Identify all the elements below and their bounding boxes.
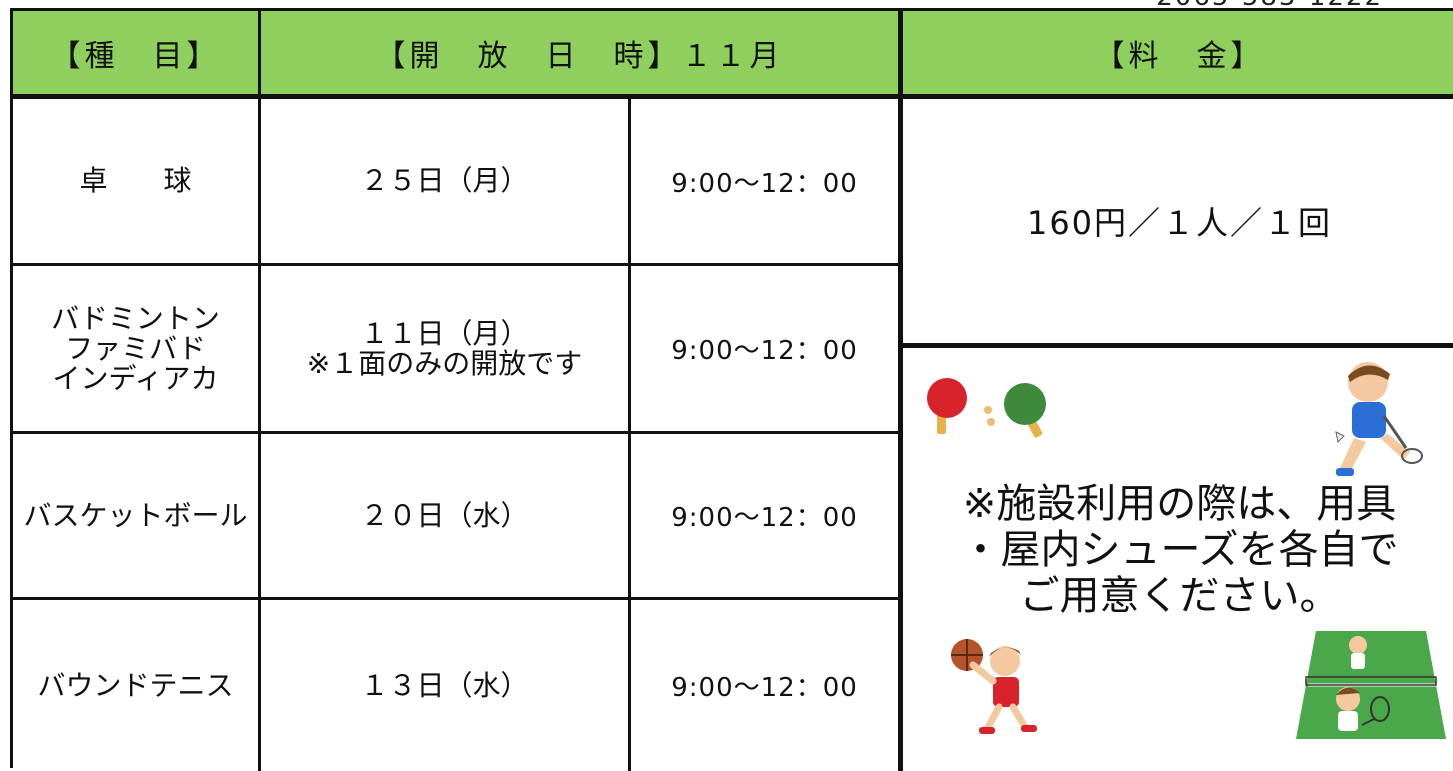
basketball-player-icon — [951, 639, 1037, 734]
ping-pong-paddles-icon — [927, 378, 1046, 438]
header-sport: 【種 目】 — [13, 11, 261, 99]
row2-date: １１日（月） ※１面のみの開放です — [261, 266, 631, 434]
row4-time: 9:00～12：00 — [631, 600, 903, 771]
row2-time: 9:00～12：00 — [631, 266, 903, 434]
row2-sport: バドミントン ファミバド インディアカ — [13, 266, 261, 434]
header-fee: 【料 金】 — [903, 11, 1453, 99]
header-schedule: 【開 放 日 時】１１月 — [261, 11, 903, 99]
fee-cell: 160円／１人／１回 — [903, 99, 1453, 348]
note-cell: ※施設利用の際は、用具 ・屋内シューズを各自で ご用意ください。 — [903, 348, 1453, 771]
schedule-table: 【種 目】 【開 放 日 時】１１月 【料 金】 卓 球 ２５日（月） 9:00… — [10, 8, 1453, 771]
row3-date: ２０日（水） — [261, 434, 631, 600]
row3-sport: バスケットボール — [13, 434, 261, 600]
tennis-court-players-icon — [1296, 631, 1446, 739]
row1-sport: 卓 球 — [13, 99, 261, 266]
row4-date: １３日（水） — [261, 600, 631, 771]
facility-note: ※施設利用の際は、用具 ・屋内シューズを各自で ご用意ください。 — [960, 480, 1399, 619]
row4-sport: バウンドテニス — [13, 600, 261, 771]
row1-time: 9:00～12：00 — [631, 99, 903, 266]
row3-time: 9:00～12：00 — [631, 434, 903, 600]
row1-date: ２５日（月） — [261, 99, 631, 266]
badminton-player-icon — [1335, 362, 1423, 476]
